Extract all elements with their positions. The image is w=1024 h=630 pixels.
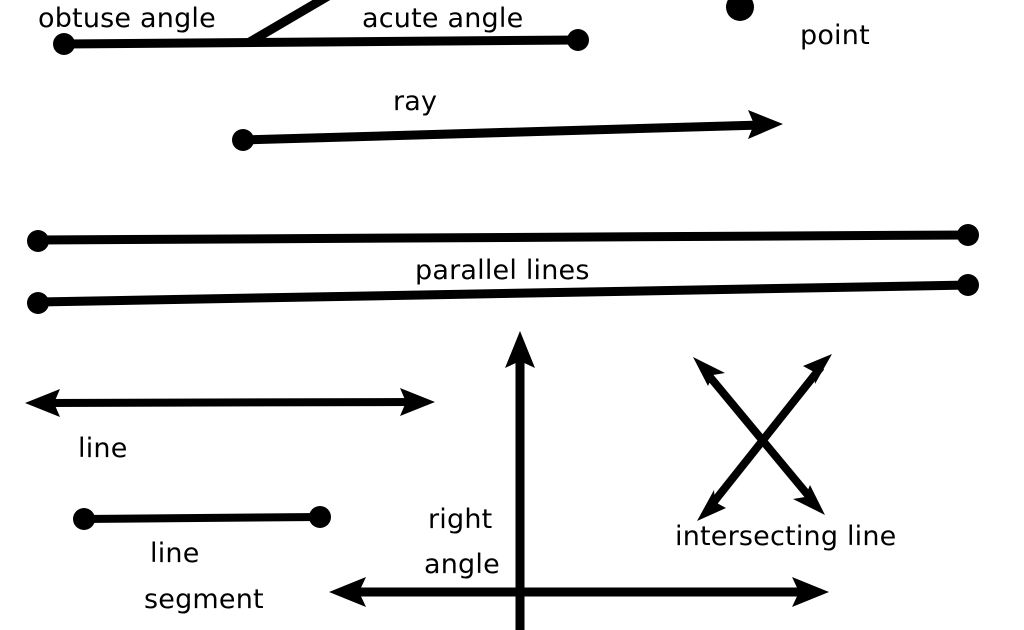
intersecting-arrowhead-upper-right-icon <box>803 354 832 384</box>
label-intersecting-line: intersecting line <box>675 521 896 552</box>
right-angle-right-arrowhead-icon <box>792 577 829 607</box>
right-angle-left-arrowhead-icon <box>329 577 366 607</box>
intersecting-arrowhead-upper-left-icon <box>693 357 725 386</box>
label-acute-angle: acute angle <box>362 3 523 34</box>
label-line-segment-segment: segment <box>144 584 264 615</box>
ray-figure <box>232 110 783 151</box>
line-segment-left-dot <box>73 508 95 530</box>
intersecting-arrowhead-lower-right-icon <box>793 485 825 515</box>
intersecting-line-b <box>701 368 816 503</box>
intersecting-arrowhead-lower-left-icon <box>697 490 726 521</box>
parallel-lines-figure <box>27 224 979 314</box>
label-ray: ray <box>393 86 437 117</box>
label-right-angle-angle: angle <box>424 549 500 580</box>
label-line: line <box>78 433 128 464</box>
line-left-arrowhead-icon <box>25 389 60 417</box>
parallel-top-left-dot <box>27 230 49 252</box>
label-point: point <box>800 20 870 51</box>
angle-right-endpoint-dot <box>567 29 589 51</box>
ray-arrowhead-icon <box>748 110 783 139</box>
angle-left-endpoint-dot <box>53 33 75 55</box>
label-line-segment-line: line <box>150 538 200 569</box>
parallel-line-bottom <box>37 280 971 307</box>
angle-slant-ray <box>245 0 331 47</box>
angle-baseline <box>63 35 579 49</box>
line-figure <box>25 388 435 417</box>
label-obtuse-angle: obtuse angle <box>38 3 216 34</box>
label-parallel-lines: parallel lines <box>415 255 590 286</box>
parallel-top-right-dot <box>957 224 979 246</box>
line-segment-figure <box>73 506 331 530</box>
ray-shaft <box>242 120 763 145</box>
parallel-line-top <box>37 230 971 245</box>
label-right-angle-right: right <box>428 504 492 535</box>
line-shaft <box>45 398 415 407</box>
point-figure <box>726 0 754 21</box>
right-angle-up-arrowhead-icon <box>505 331 535 368</box>
line-segment-shaft <box>82 513 321 523</box>
line-right-arrowhead-icon <box>400 388 435 416</box>
point-dot <box>726 0 754 21</box>
angle-pair-figure <box>53 0 589 55</box>
intersecting-lines-figure <box>693 354 832 521</box>
ray-origin-dot <box>232 129 254 151</box>
parallel-bottom-left-dot <box>27 292 49 314</box>
line-segment-right-dot <box>309 506 331 528</box>
parallel-bottom-right-dot <box>957 274 979 296</box>
right-angle-figure <box>329 331 829 630</box>
